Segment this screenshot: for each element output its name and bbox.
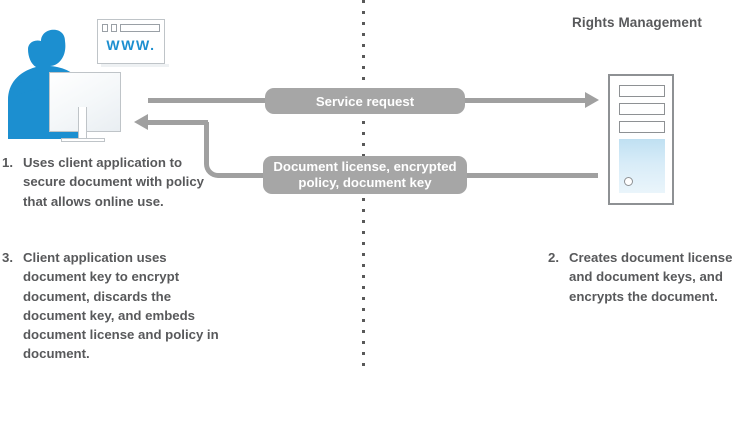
step-2: 2. Creates document license and document…	[548, 248, 748, 306]
step-1-text: Uses client application to secure docume…	[23, 155, 204, 209]
service-request-label: Service request	[265, 88, 465, 114]
server-bay-1	[619, 85, 665, 97]
browser-shadow	[101, 64, 169, 67]
response-arrowhead-icon	[134, 114, 148, 130]
server-bay-3	[619, 121, 665, 133]
step-3: 3. Client application uses document key …	[2, 248, 227, 364]
browser-button-left	[102, 24, 108, 32]
step-2-number: 2.	[548, 250, 559, 265]
response-arrow-elbow	[204, 122, 226, 178]
document-license-label-line1: Document license, encrypted	[273, 159, 457, 174]
monitor-stand-neck	[78, 107, 87, 140]
browser-button-right	[111, 24, 117, 32]
browser-url-text: WWW.	[106, 37, 156, 53]
server-bay-2	[619, 103, 665, 115]
document-license-label: Document license, encrypted policy, docu…	[263, 156, 467, 194]
response-arrow-upper-segment	[146, 120, 208, 125]
browser-address-bar	[120, 24, 160, 32]
step-1: 1. Uses client application to secure doc…	[2, 153, 207, 211]
document-license-label-line2: policy, document key	[298, 175, 432, 190]
server-tower-icon	[608, 74, 674, 205]
rights-management-title: Rights Management	[572, 15, 702, 30]
step-2-text: Creates document license and document ke…	[569, 250, 733, 304]
step-1-number: 1.	[2, 155, 13, 170]
monitor-stand-base	[61, 138, 105, 142]
browser-window-icon: WWW.	[97, 19, 165, 64]
browser-titlebar	[102, 24, 160, 32]
step-3-number: 3.	[2, 250, 13, 265]
server-power-indicator-icon	[624, 177, 633, 186]
service-request-arrowhead-icon	[585, 92, 599, 108]
step-3-text: Client application uses document key to …	[23, 250, 219, 362]
